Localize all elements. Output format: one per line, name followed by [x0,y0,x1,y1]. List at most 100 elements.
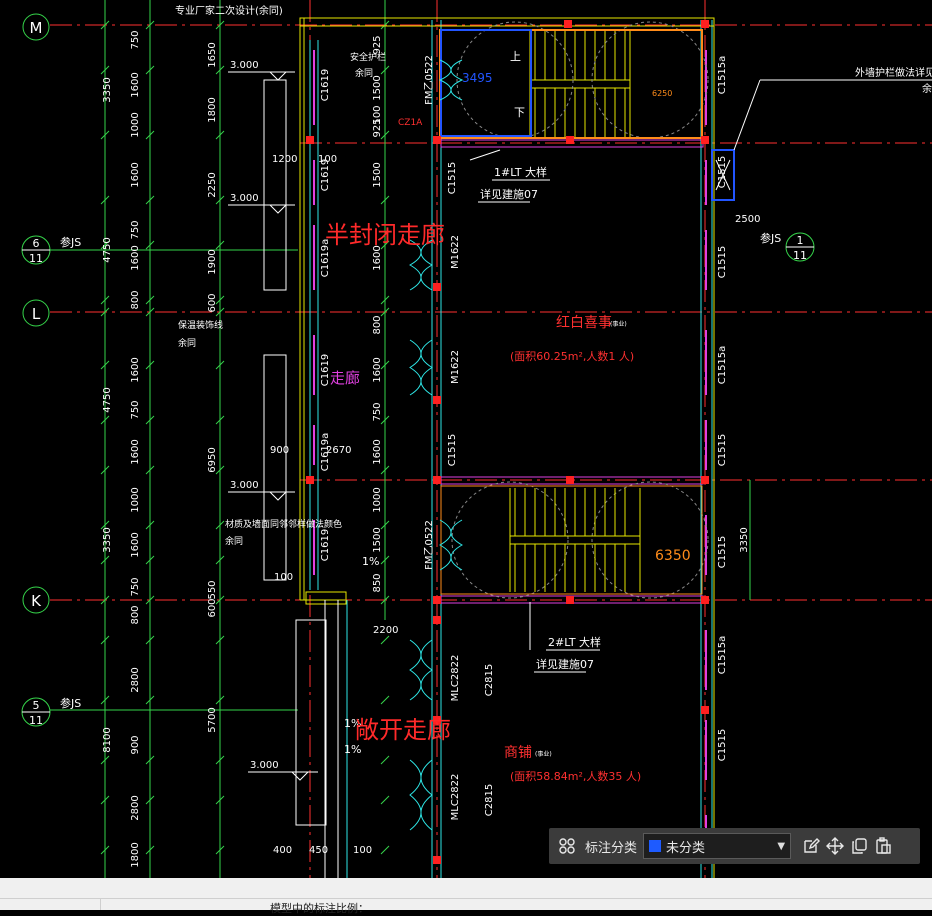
dim-left-mid-14: 800 [130,605,141,624]
dim-left-inner-7: 550 [207,580,218,599]
window-tag-4: C1619 [320,354,331,386]
dim-corridor-7: 800 [372,315,383,334]
dim-left-mid-11: 1000 [130,487,141,512]
level-mark-3: 3.000 [230,480,259,491]
window-tag-6: C1619 [320,529,331,561]
paste-icon[interactable] [871,834,895,858]
dim-corridor-10: 1600 [372,439,383,464]
dim-left-mid-2: 1600 [130,72,141,97]
dim-left-inner-4: 1900 [207,249,218,274]
top-note: 专业厂家二次设计(余同) [175,4,283,17]
ref-2-den: 11 [793,249,807,262]
annotation-category-select[interactable]: 未分类 ▼ [643,833,792,859]
dim-left-mid-12: 1600 [130,532,141,557]
door-tag-3: M1622 [450,235,461,269]
window-tag-9: C1515a [717,56,728,95]
corridor-label: 走廊 [330,369,360,387]
insulation-note-2: 余同 [178,337,196,349]
annotation-scale-label: 模型中的标注比例： [270,902,369,915]
annotation-toolbar: 标注分类 未分类 ▼ [549,828,920,864]
stair-up-label: 上 [510,50,521,63]
window-tag-14: C1515 [717,536,728,568]
ref-3-num: 5 [33,699,40,712]
dim-left-mid-6: 1600 [130,245,141,270]
dim-small-7: 400 [273,845,292,856]
dim-corridor-1: 925 [372,35,383,54]
material-note: 材质及墙面同邻邻样做法颜色 [225,518,342,530]
dim-left-mid-5: 750 [130,220,141,239]
copy-icon[interactable] [847,834,871,858]
dim-small-10: 2500 [735,214,760,225]
dim-left-inner-8: 600 [207,598,218,617]
dim-corridor-11: 1000 [372,487,383,512]
cad-drawing-canvas[interactable]: M L K 6 11 参JS 1 11 参JS 5 11 参JS 专业厂家二次设… [0,0,932,878]
grid-icon[interactable] [555,834,579,858]
czia-label: CZ1A [398,118,423,128]
dim-left-mid-7: 800 [130,290,141,309]
dim-left-mid-8: 1600 [130,357,141,382]
door-tag-5: MLC2822 [450,655,461,702]
dim-left-inner-6: 6950 [207,447,218,472]
dim-small-4: 2670 [326,445,351,456]
category-selected-value: 未分类 [666,840,706,856]
dim-left-mid-13: 750 [130,577,141,596]
dim-small-9: 100 [353,845,372,856]
dim-6250: 6250 [652,89,672,98]
status-vertical-divider [100,899,101,910]
dim-left-mid-10: 1600 [130,439,141,464]
ref-1-num: 6 [33,237,40,250]
window-tag-10: C1515 [717,156,728,188]
window-tag-7: C1515 [447,162,458,194]
level-mark-4: 3.000 [250,760,279,771]
dim-6350: 6350 [655,548,691,564]
dim-small-8: 450 [309,845,328,856]
door-tag-1: FM乙0522 [423,55,435,105]
annotation-category-label: 标注分类 [585,840,638,856]
dim-left-outer-2: 4750 [102,237,113,262]
dim-left-inner-5: 600 [207,293,218,312]
window-tag-18: C1515 [717,729,728,761]
slope-2: 1% [344,717,361,730]
chevron-down-icon: ▼ [777,840,786,852]
door-tag-6: MLC2822 [450,774,461,821]
move-icon[interactable] [823,834,847,858]
dim-left-outer-5: 8100 [102,727,113,752]
dim-left-inner-1: 1650 [207,42,218,67]
window-tag-17: C2815 [484,784,495,816]
dim-corridor-13: 850 [372,573,383,592]
window-tag-16: C2815 [484,664,495,696]
ref-2-num: 1 [797,234,804,247]
window-tag-5: C1619a [320,433,331,472]
window-tag-3: C1619a [320,239,331,278]
window-tag-12: C1515a [717,346,728,385]
slope-3: 1% [344,743,361,756]
level-mark-2: 3.000 [230,193,259,204]
dim-left-inner-9: 5700 [207,707,218,732]
dim-corridor-12: 1500 [372,527,383,552]
ref-1-text: 参JS [60,235,81,249]
dim-left-mid-9: 750 [130,400,141,419]
edit-icon[interactable] [799,834,823,858]
dim-left-mid-15: 2800 [130,667,141,692]
dim-left-inner-3: 2250 [207,172,218,197]
dim-left-mid-16: 900 [130,735,141,754]
door-tag-4: M1622 [450,350,461,384]
level-mark-1: 3.000 [230,60,259,71]
room-1-area: (面积60.25m²,人数1 人) [510,350,634,363]
room-2-name: 商铺 [504,745,532,761]
ref-3-text: 参JS [60,696,81,710]
dim-small-5: 100 [274,572,293,583]
dim-corridor-5: 1500 [372,162,383,187]
slope-1: 1% [362,555,379,568]
room-2-area: (面积58.84m²,人数35 人) [510,770,641,783]
dim-small-1: 1200 [272,154,297,165]
dim-small-6: 2200 [373,625,398,636]
dim-corridor-3: 100 [372,105,383,124]
dim-left-outer-3: 4750 [102,387,113,412]
ref-1-den: 11 [29,252,43,265]
safety-rail-note: 安全护栏 [350,51,386,63]
dim-small-3: 900 [270,445,289,456]
dim-corridor-2: 1500 [372,75,383,100]
window-tag-15: C1515a [717,636,728,675]
room-2-tag: (事业) [535,750,552,758]
